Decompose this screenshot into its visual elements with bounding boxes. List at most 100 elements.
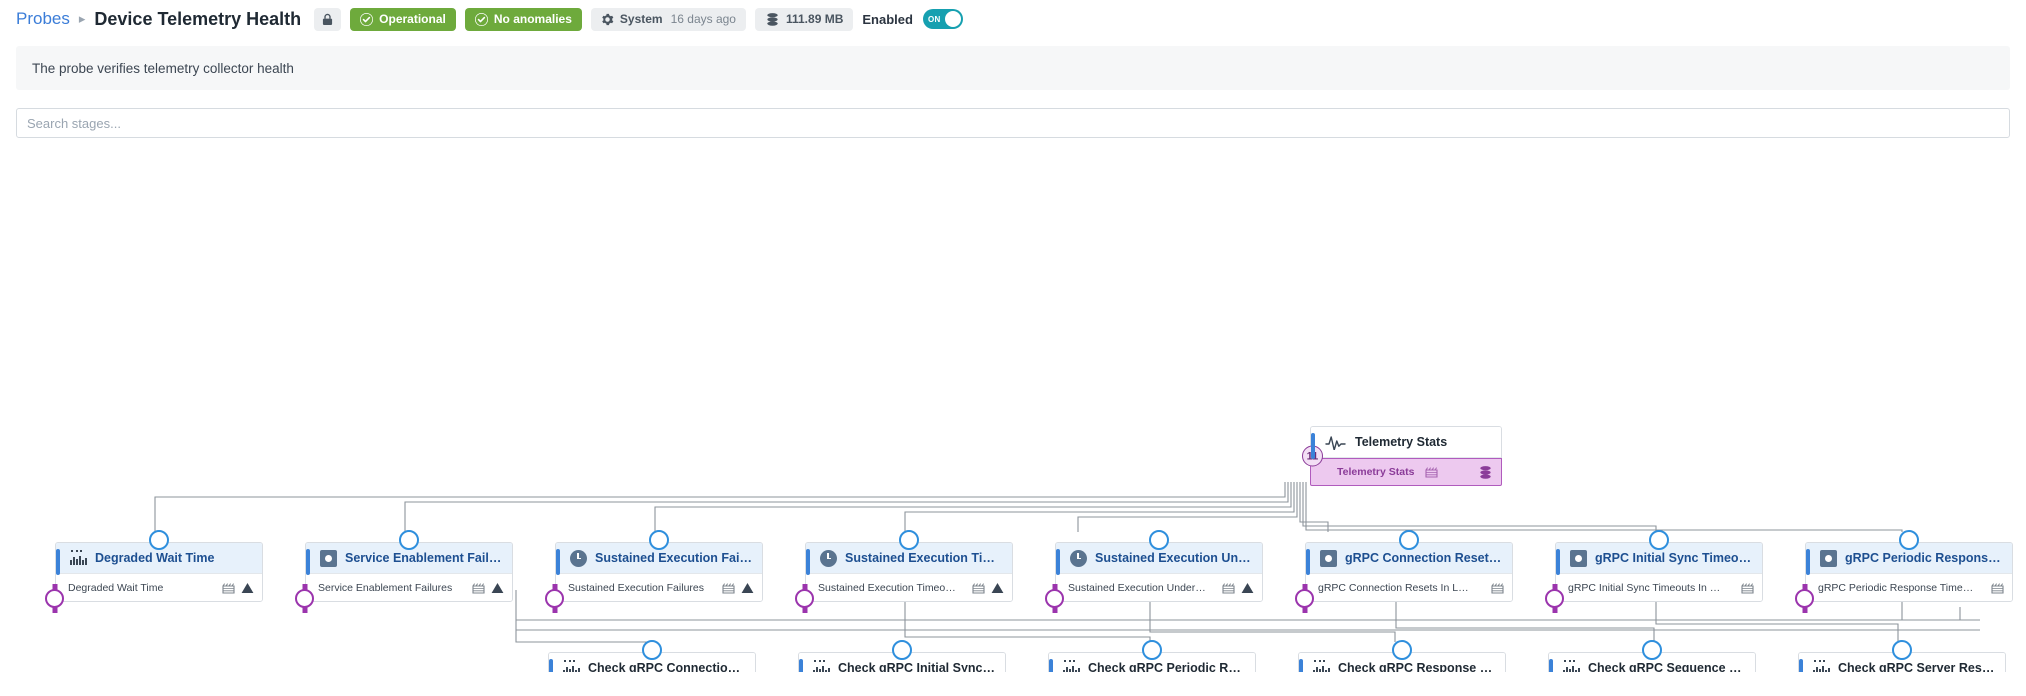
toggle-knob	[944, 11, 961, 27]
film-icon[interactable]	[972, 582, 985, 594]
node-body[interactable]: Degraded Wait Time	[56, 574, 262, 601]
status-badge-label: Operational	[379, 12, 446, 26]
node-input-port[interactable]	[1399, 530, 1419, 550]
node-title: Check gRPC Connection …	[588, 661, 752, 672]
enabled-toggle[interactable]: ON	[922, 9, 963, 29]
node-output-port[interactable]	[1795, 589, 1814, 608]
enabled-label: Enabled	[862, 11, 913, 27]
film-icon[interactable]	[1222, 582, 1235, 594]
node-output-port[interactable]	[1295, 589, 1314, 608]
node-body-selected[interactable]: 11 Telemetry Stats	[1302, 445, 1502, 486]
node-telemetry-stats[interactable]: Telemetry Stats 11 Telemetry Stats	[1302, 426, 1502, 486]
node-input-port[interactable]	[892, 640, 912, 660]
node-stage[interactable]: gRPC Connection Resets …gRPC Connection …	[1295, 530, 1513, 608]
node-stage[interactable]: Sustained Execution Und…Sustained Execut…	[1045, 530, 1263, 608]
node-output-port[interactable]	[1045, 589, 1064, 608]
warning-triangle-icon[interactable]	[491, 582, 504, 594]
node-stage[interactable]: Sustained Execution Tim…Sustained Execut…	[795, 530, 1013, 608]
node-body[interactable]: gRPC Connection Resets In L…	[1306, 574, 1512, 601]
node-output-port[interactable]	[545, 589, 564, 608]
film-icon[interactable]	[1741, 582, 1754, 594]
database-icon[interactable]	[1478, 465, 1493, 480]
node-input-port[interactable]	[1892, 640, 1912, 660]
node-stage[interactable]: gRPC Initial Sync Timeou… gRPC Initial Sy…	[1545, 530, 1763, 608]
node-input-port[interactable]	[1149, 530, 1169, 550]
node-title: Check gRPC Response Pr…	[1338, 661, 1505, 672]
node-stage[interactable]: Check gRPC Server Reset…Check gRPC Serve…	[1798, 640, 2006, 672]
node-input-port[interactable]	[642, 640, 662, 660]
node-stage[interactable]: Check gRPC Initial Sync T…Check gRPC Ini…	[798, 640, 1006, 672]
node-body-label: gRPC Initial Sync Timeouts In …	[1568, 581, 1721, 594]
node-output-port[interactable]	[295, 589, 314, 608]
node-input-port[interactable]	[1899, 530, 1919, 550]
film-icon[interactable]	[1991, 582, 2004, 594]
node-stage[interactable]: Service Enablement Failu… Service Enablem…	[295, 530, 513, 608]
node-input-port[interactable]	[649, 530, 669, 550]
warning-triangle-icon[interactable]	[1241, 582, 1254, 594]
check-circle-icon	[474, 12, 488, 26]
node-stage[interactable]: Sustained Execution Failu…Sustained Exec…	[545, 530, 763, 608]
database-icon	[765, 12, 780, 27]
size-chip[interactable]: 111.89 MB	[754, 7, 854, 31]
node-output-port[interactable]	[1545, 589, 1564, 608]
check-circle-icon	[360, 12, 374, 26]
node-header: Check gRPC Connection …	[549, 653, 755, 672]
node-body[interactable]: Sustained Execution Failures	[556, 574, 762, 601]
page-title: Device Telemetry Health	[94, 8, 302, 29]
film-icon[interactable]	[722, 582, 735, 594]
node-title: Check gRPC Sequence N…	[1588, 661, 1751, 672]
search-container	[16, 108, 2010, 138]
node-input-port[interactable]	[1142, 640, 1162, 660]
node-input-port[interactable]	[1649, 530, 1669, 550]
node-body[interactable]: Sustained Execution Timeo…	[806, 574, 1012, 601]
node-stage[interactable]: gRPC Periodic Response …gRPC Periodic Re…	[1795, 530, 2013, 608]
node-accent-bar	[1799, 659, 1803, 672]
film-icon[interactable]	[222, 582, 235, 594]
lock-chip[interactable]	[314, 7, 342, 31]
enabled-control: Enabled ON	[862, 9, 963, 29]
node-input-port[interactable]	[899, 530, 919, 550]
clock-icon	[570, 549, 587, 567]
warning-triangle-icon[interactable]	[991, 582, 1004, 594]
node-stage[interactable]: Check gRPC Sequence N…Check gRPC Sequenc…	[1548, 640, 1756, 672]
warning-triangle-icon[interactable]	[741, 582, 754, 594]
search-input[interactable]	[16, 108, 2010, 138]
node-accent-bar	[556, 549, 560, 575]
node-input-port[interactable]	[149, 530, 169, 550]
node-input-port[interactable]	[1642, 640, 1662, 660]
node-stage[interactable]: Check gRPC Connection …Check gRPC Connec…	[548, 640, 756, 672]
node-body[interactable]: Service Enablement Failures	[306, 574, 512, 601]
warning-triangle-icon[interactable]	[241, 582, 254, 594]
square-dot-icon	[1820, 549, 1837, 567]
node-body[interactable]: Sustained Execution Under…	[1056, 574, 1262, 601]
node-input-port[interactable]	[399, 530, 419, 550]
node-input-port[interactable]	[1392, 640, 1412, 660]
node-header: Check gRPC Periodic Res…	[1049, 653, 1255, 672]
node-accent-bar	[1306, 549, 1310, 575]
stage-graph-canvas[interactable]: Telemetry Stats 11 Telemetry Stats Degra…	[0, 152, 2026, 672]
node-output-port[interactable]	[45, 589, 64, 608]
owner-chip-label: System	[619, 12, 663, 26]
node-title: gRPC Initial Sync Timeou…	[1595, 551, 1759, 565]
node-accent-bar	[1049, 659, 1053, 672]
node-body[interactable]: gRPC Periodic Response Time…	[1806, 574, 2012, 601]
owner-chip[interactable]: System 16 days ago	[590, 7, 746, 31]
anomaly-badge[interactable]: No anomalies	[464, 7, 582, 31]
node-output-port[interactable]	[795, 589, 814, 608]
film-icon[interactable]	[1491, 582, 1504, 594]
histogram-icon	[1563, 660, 1580, 672]
film-icon[interactable]	[1425, 466, 1438, 478]
film-icon[interactable]	[472, 582, 485, 594]
node-stage[interactable]: Check gRPC Periodic Res…Check gRPC Perio…	[1048, 640, 1256, 672]
node-header: Check gRPC Response Pr…	[1299, 653, 1505, 672]
node-header: Check gRPC Initial Sync T…	[799, 653, 1005, 672]
node-body[interactable]: gRPC Initial Sync Timeouts In …	[1556, 574, 1762, 601]
node-accent-bar	[1311, 433, 1315, 459]
status-badge-operational[interactable]: Operational	[350, 7, 456, 31]
breadcrumb-probes-link[interactable]: Probes	[16, 9, 70, 28]
node-stage[interactable]: Check gRPC Response Pr…Check gRPC Respon…	[1298, 640, 1506, 672]
node-title: Service Enablement Failu…	[345, 551, 509, 565]
page-header: Probes ▸ Device Telemetry Health Operati…	[0, 0, 2026, 38]
node-title: Telemetry Stats	[1355, 435, 1448, 449]
